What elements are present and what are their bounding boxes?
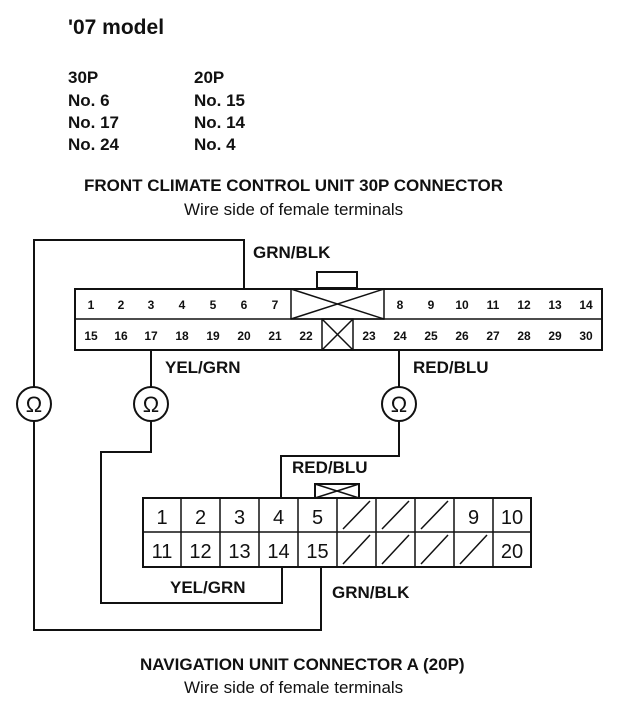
ohmmeter-right-icon: Ω [381,386,417,422]
pin-30p-25: 25 [424,329,438,343]
wires [33,239,400,631]
ohmmeters: Ω Ω Ω [16,386,417,422]
pin-30p-28: 28 [517,329,531,343]
pin-table-header-30p: 30P [68,68,99,87]
pin-30p-10: 10 [455,298,469,312]
front-connector-latch [316,271,358,289]
pin-table-20p-row2: No. 14 [194,113,246,132]
empty-cavity-slash [381,534,410,565]
pin-30p-22: 22 [299,329,313,343]
wire-yel-grn-lower [100,420,283,604]
ohmmeter-middle-icon: Ω [133,386,169,422]
nav-connector-title: NAVIGATION UNIT CONNECTOR A (20P) [140,655,465,674]
wire-label-red-blu-top: RED/BLU [413,358,489,377]
pin-30p-18: 18 [175,329,189,343]
pin-30p-21: 21 [268,329,282,343]
ohmmeter-left-icon: Ω [16,386,52,422]
pin-30p-17: 17 [144,329,158,343]
pin-30p-9: 9 [428,298,435,312]
front-connector-bottom-pins: 15 16 17 18 19 20 21 22 23 24 25 26 27 28 29 30 [84,329,593,343]
pin-20p-10: 10 [501,507,523,529]
pin-30p-16: 16 [114,329,128,343]
pin-30p-13: 13 [548,298,562,312]
empty-cavity-slash [381,500,410,530]
pin-30p-20: 20 [237,329,251,343]
empty-cavity-slash [420,534,449,565]
svg-text:Ω: Ω [26,392,42,417]
pin-30p-3: 3 [148,298,155,312]
wire-grn-blk [33,239,245,388]
pin-30p-15: 15 [84,329,98,343]
nav-connector-top-pins: 1 2 3 4 5 9 10 [156,507,523,529]
pin-30p-26: 26 [455,329,469,343]
pin-30p-7: 7 [272,298,279,312]
pin-20p-1: 1 [156,507,167,529]
wire-grn-blk-lower [33,420,322,631]
wire-label-yel-grn-top: YEL/GRN [165,358,241,377]
pin-30p-12: 12 [517,298,531,312]
wire-red-blu-lower [280,420,400,498]
svg-text:Ω: Ω [391,392,407,417]
wire-label-yel-grn-bottom: YEL/GRN [170,578,246,597]
pin-30p-14: 14 [579,298,593,312]
nav-connector-bottom-pins: 11 12 13 14 15 20 [152,541,524,563]
pin-30p-2: 2 [118,298,125,312]
nav-connector-subtitle: Wire side of female terminals [184,678,404,697]
pin-20p-15: 15 [306,541,328,563]
pin-30p-4: 4 [179,298,186,312]
pin-20p-2: 2 [195,507,206,529]
wire-label-red-blu-bottom: RED/BLU [292,458,368,477]
front-connector-subtitle: Wire side of female terminals [184,200,404,219]
model-label: '07 model [68,16,165,39]
front-connector-title: FRONT CLIMATE CONTROL UNIT 30P CONNECTOR [84,176,504,195]
front-connector-cavity-b [321,318,354,351]
pin-table-30p-row1: No. 6 [68,91,110,110]
nav-connector-grid [180,498,494,567]
pin-20p-14: 14 [267,541,289,563]
pin-20p-20: 20 [501,541,523,563]
pin-20p-12: 12 [189,541,211,563]
pin-30p-5: 5 [210,298,217,312]
pin-30p-27: 27 [486,329,500,343]
wire-label-grn-blk-top: GRN/BLK [253,243,331,262]
empty-cavity-slash [459,534,488,565]
pin-30p-24: 24 [393,329,407,343]
pin-30p-30: 30 [579,329,593,343]
wire-label-grn-blk-bottom: GRN/BLK [332,583,410,602]
pin-table-20p-row1: No. 15 [194,91,246,110]
pin-20p-13: 13 [228,541,250,563]
pin-table-header-20p: 20P [194,68,225,87]
pin-30p-11: 11 [487,298,500,312]
pin-20p-11: 11 [152,541,173,563]
pin-30p-1: 1 [88,298,95,312]
pin-30p-23: 23 [362,329,376,343]
svg-text:Ω: Ω [143,392,159,417]
empty-cavity-slash [420,500,449,530]
pin-20p-5: 5 [312,507,323,529]
pin-20p-9: 9 [468,507,479,529]
pin-30p-8: 8 [397,298,404,312]
pin-30p-29: 29 [548,329,562,343]
pin-30p-6: 6 [241,298,248,312]
pin-20p-4: 4 [273,507,284,529]
empty-cavity-slash [342,534,371,565]
pin-30p-19: 19 [206,329,220,343]
pin-20p-3: 3 [234,507,245,529]
pin-table-30p-row2: No. 17 [68,113,120,132]
empty-cavity-slash [342,500,371,530]
pin-table-20p-row3: No. 4 [194,135,236,154]
pin-table-30p-row3: No. 24 [68,135,120,154]
